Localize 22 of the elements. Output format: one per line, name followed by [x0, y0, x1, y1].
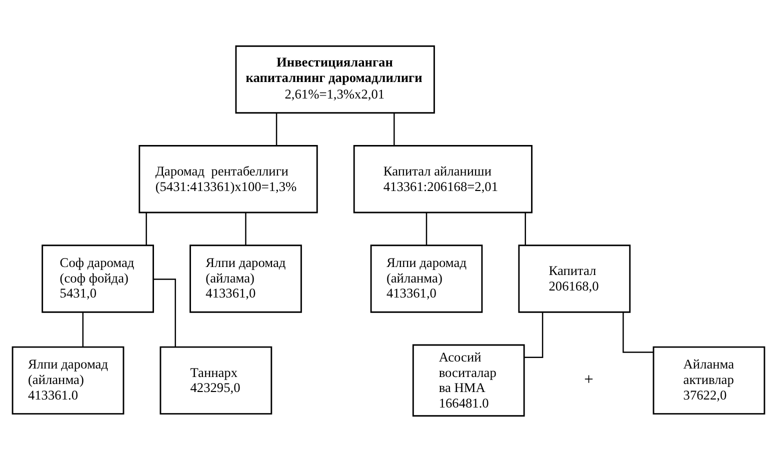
node-box: Капитал 206168,0: [518, 244, 631, 312]
node-box: Соф даромад (соф фойда) 5431,0: [42, 244, 154, 312]
node-box: Ялпи даромад (айлама) 413361,0: [190, 244, 302, 312]
connector: [146, 212, 147, 245]
node-box: Инвестицияланган капиталнинг даромадлилиги 2,61%=1,3%x2,01: [235, 44, 435, 114]
connector: [82, 312, 84, 346]
node-box: Капитал айланиши 413361:206168=2,01: [353, 144, 532, 213]
node-box: Ялпи даромад (айланма) 413361,0: [370, 244, 483, 312]
connector: [524, 212, 526, 245]
node-box: Таннарх 423295,0: [160, 346, 272, 414]
node-box: Айланма активлар 37622,0: [652, 346, 766, 414]
node-box: Асосий воситалар ва НМА 166481.0: [412, 344, 525, 416]
connector: [153, 278, 176, 347]
node-box: Ялпи даромад (айланма) 413361.0: [12, 346, 124, 414]
connector: [524, 312, 544, 358]
label: +: [584, 368, 594, 388]
connector: [394, 112, 395, 146]
node-box: Даромад рентабеллиги (5431:413361)x100=1,3%: [138, 144, 318, 213]
connector: [622, 312, 654, 352]
connector: [245, 212, 246, 245]
connector: [276, 112, 278, 146]
connector: [426, 212, 428, 245]
